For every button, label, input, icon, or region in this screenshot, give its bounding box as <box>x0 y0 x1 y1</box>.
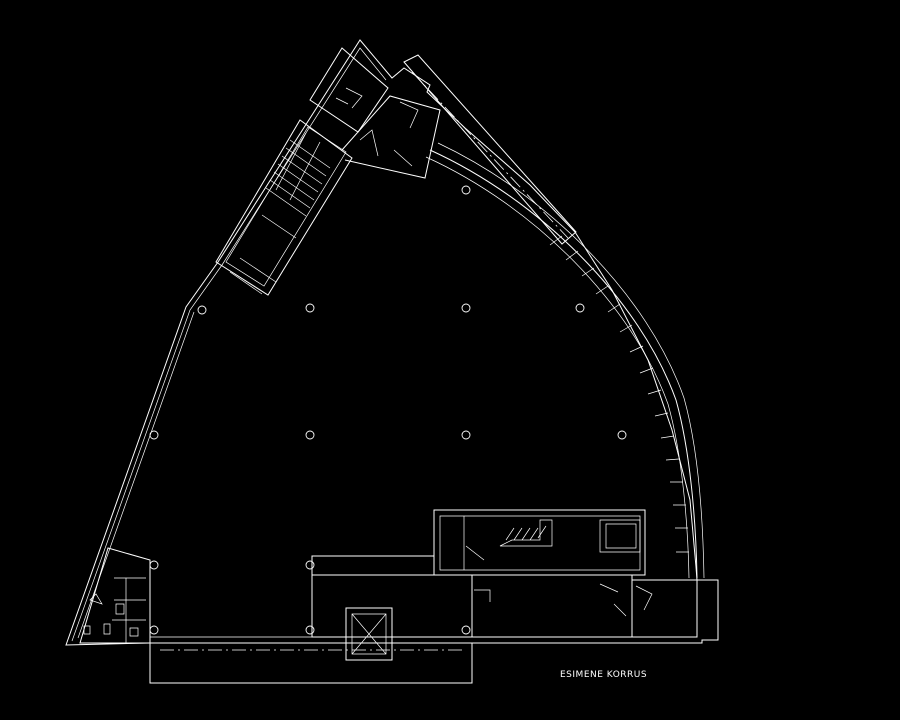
drawing-title: ESIMENE KORRUS <box>560 670 647 680</box>
lower-rooms <box>311 555 698 661</box>
curved-facade <box>425 142 705 579</box>
outer-wall <box>65 39 719 646</box>
upper-stair-core <box>215 47 441 296</box>
upper-right-canopy <box>403 54 577 245</box>
wc-block <box>79 547 151 644</box>
bottom-entry-band <box>149 643 473 684</box>
structural-columns <box>149 185 627 635</box>
central-core <box>433 509 646 576</box>
